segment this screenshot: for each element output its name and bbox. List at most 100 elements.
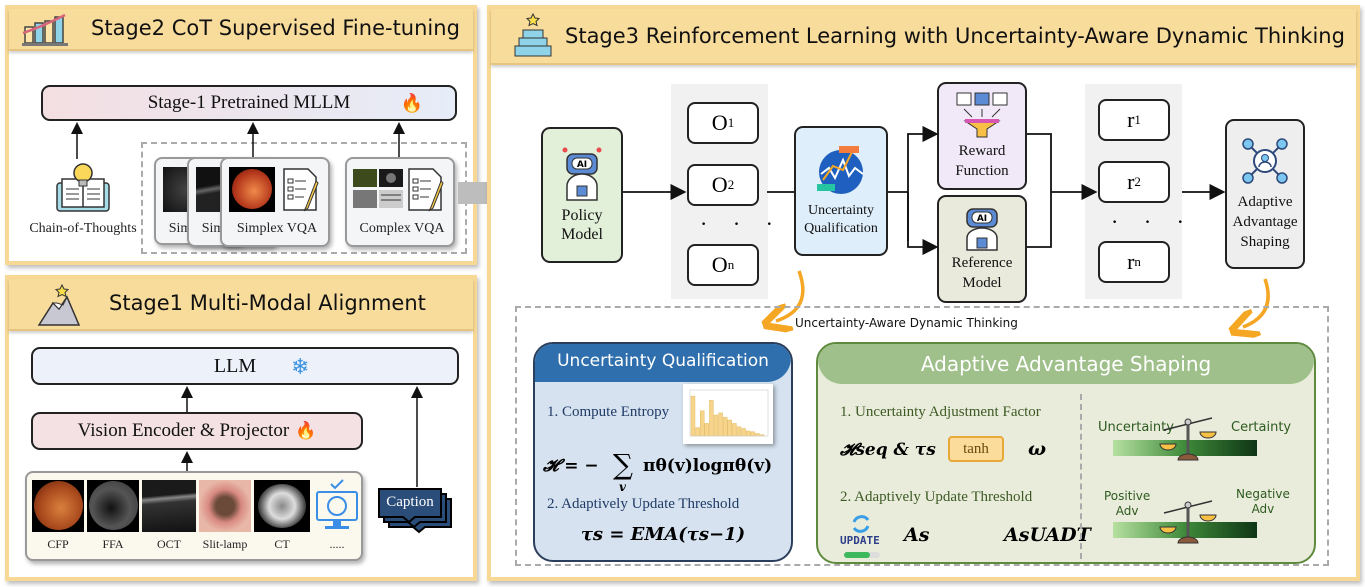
advantage-formula-rhs: AsUADT <box>1004 524 1091 546</box>
histogram-bar <box>736 426 742 437</box>
complex-vqa-label: Complex VQA <box>359 221 445 236</box>
aas-panel: Adaptive Advantage Shaping 1. Uncertaint… <box>816 342 1316 564</box>
scale1-gradient-bar <box>1113 440 1257 456</box>
uq-panel: Uncertainty Qualification 1. Compute Ent… <box>533 342 793 562</box>
pretrained-mllm-box: Stage-1 Pretrained MLLM 🔥 <box>41 85 457 121</box>
policy-label-line1: Policy <box>561 207 603 224</box>
histogram-bar <box>718 412 723 437</box>
stage3-header: Stage3 Reinforcement Learning with Uncer… <box>491 9 1356 65</box>
reference-model-box: AI Reference Model <box>937 195 1027 303</box>
aas-step2: 2. Adaptively Update Threshold <box>840 489 1033 505</box>
vqa-card-simplex: Simplex VQA <box>220 157 330 247</box>
rewards-ellipsis: · · · <box>1111 209 1194 234</box>
uq-panel-title: Uncertainty Qualification <box>557 351 769 371</box>
stage1-header: Stage1 Multi-Modal Alignment <box>9 279 473 331</box>
stage2-header: Stage2 CoT Supervised Fine-tuning <box>9 9 473 51</box>
oct-image <box>142 480 196 532</box>
policy-model-box: AI Policy Model <box>541 127 623 263</box>
histogram-bar <box>727 419 732 437</box>
mllm-label: Stage-1 Pretrained MLLM <box>147 92 351 113</box>
vqa-card-label: Sim <box>168 221 192 236</box>
policy-label-line2: Model <box>561 226 603 243</box>
histogram-bar <box>741 428 746 437</box>
uncertainty-qualification-box: Uncertainty Qualification <box>794 126 888 256</box>
funnel-filter-icon <box>955 91 1009 139</box>
adjustment-formula-lhs: 𝓗seq & τs <box>840 440 936 460</box>
robot-ai-icon: AI <box>957 205 1007 251</box>
uq-panel-header: Uncertainty Qualification <box>535 344 791 382</box>
stage2-title: Stage2 CoT Supervised Fine-tuning <box>91 16 460 40</box>
histogram-bar <box>732 423 737 437</box>
simplex-vqa-label: Simplex VQA <box>236 221 318 236</box>
reference-label-line1: Reference <box>951 255 1013 271</box>
aas-label-line3: Shaping <box>1240 234 1290 250</box>
uadt-label: Uncertainty-Aware Dynamic Thinking <box>795 316 1018 330</box>
caption-stack: Caption <box>378 487 459 543</box>
reward-function-box: Reward Function <box>937 82 1027 190</box>
snowflake-icon: ❄ <box>291 354 310 379</box>
chain-of-thoughts-icon <box>53 159 113 214</box>
vision-encoder-box: Vision Encoder & Projector 🔥 <box>31 412 363 450</box>
adaptive-advantage-shaping-box: Adaptive Advantage Shaping <box>1225 119 1305 269</box>
histogram-bar <box>690 395 696 437</box>
entropy-histogram-bars <box>689 389 769 437</box>
aas-panel-title: Adaptive Advantage Shaping <box>920 352 1212 376</box>
stage3-panel: Stage3 Reinforcement Learning with Uncer… <box>487 5 1360 581</box>
ct-image <box>254 480 310 532</box>
modality-label-oct: OCT <box>157 537 181 551</box>
ffa-image <box>87 480 139 532</box>
document-edit-icon <box>282 167 322 212</box>
vqa-card-complex: Complex VQA <box>345 157 455 247</box>
svg-text:AI: AI <box>977 214 987 224</box>
medical-scanner-icon <box>315 479 359 532</box>
scale1-right-label: Certainty <box>1231 420 1292 435</box>
entropy-histogram <box>683 384 773 444</box>
aas-step1: 1. Uncertainty Adjustment Factor <box>840 404 1041 420</box>
histogram-bar <box>704 423 709 437</box>
robot-ai-icon: AI <box>557 146 607 202</box>
modality-label-ffa: FFA <box>102 537 124 551</box>
uncertainty-chart-icon <box>815 144 867 196</box>
aas-panel-header: Adaptive Advantage Shaping <box>818 344 1314 384</box>
update-icon: UPDATE <box>838 512 886 562</box>
stage1-panel: Stage1 Multi-Modal Alignment LLM ❄ Visio… <box>5 275 477 581</box>
network-user-icon <box>1240 136 1290 186</box>
document-edit-icon <box>407 167 447 212</box>
modality-label-ct: CT <box>274 537 290 551</box>
histogram-bar <box>709 400 714 437</box>
reward-label-line1: Reward <box>958 143 1006 159</box>
modality-label-more: ..... <box>329 537 345 551</box>
growth-chart-icon <box>21 13 73 47</box>
histogram-bar <box>713 414 719 437</box>
cot-label: Chain-of-Thoughts <box>29 221 137 236</box>
stage1-title: Stage1 Multi-Modal Alignment <box>109 291 426 315</box>
histogram-bar <box>695 427 700 437</box>
stage1-arrows <box>181 386 423 487</box>
reward-label-line2: Function <box>955 163 1009 179</box>
stage3-title: Stage3 Reinforcement Learning with Uncer… <box>565 24 1345 48</box>
svg-text:AI: AI <box>577 160 587 170</box>
balance-scale-icon <box>1158 414 1218 464</box>
modality-tray: CFP FFA OCT Slit-lamp CT ..... <box>25 471 363 561</box>
uadt-container <box>515 306 1329 566</box>
reference-label-line2: Model <box>962 275 1002 291</box>
cfp-thumbnail <box>229 167 275 212</box>
aas-divider <box>1080 394 1082 559</box>
histogram-bar <box>746 430 751 437</box>
tanh-box: tanh <box>948 436 1004 462</box>
uq-step2: 2. Adaptively Update Threshold <box>547 496 740 512</box>
llm-label: LLM <box>213 354 257 377</box>
histogram-bar <box>700 410 705 437</box>
advantage-formula-lhs: As <box>904 524 930 546</box>
outputs-ellipsis: · · · <box>700 211 783 236</box>
stage2-panel: Stage2 CoT Supervised Fine-tuning Stage-… <box>5 5 477 265</box>
aas-label-line1: Adaptive <box>1237 194 1293 210</box>
complex-thumbnails <box>353 169 403 209</box>
stage3-flow-arrows <box>623 125 1270 585</box>
podium-star-icon <box>511 12 555 60</box>
histogram-axes <box>689 389 769 437</box>
